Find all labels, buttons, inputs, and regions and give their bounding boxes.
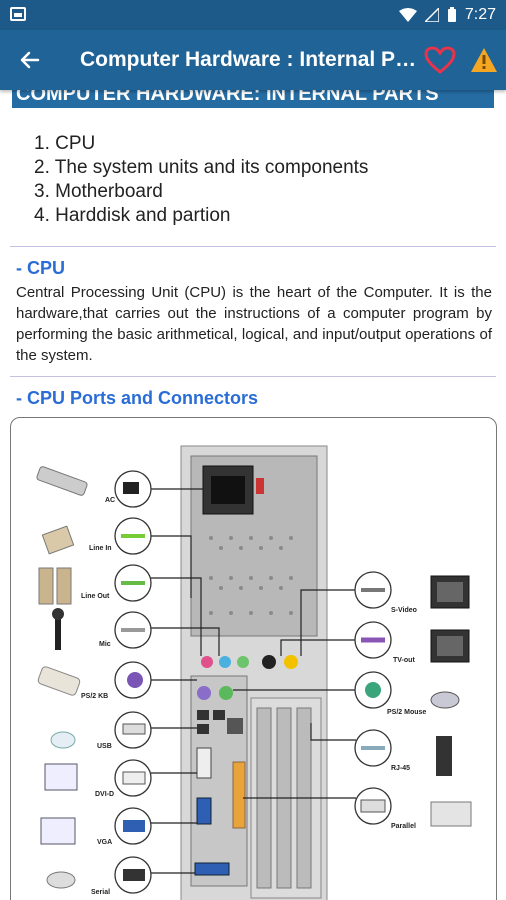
left-device-thumbnails (36, 466, 88, 889)
divider (10, 246, 496, 247)
back-button[interactable] (0, 30, 60, 90)
report-button[interactable] (462, 30, 506, 90)
toc-item-cpu[interactable]: 1. CPU (34, 133, 96, 154)
wifi-icon (398, 8, 417, 22)
cpu-ports-illustration: AC Line In Line Out Mic PS/2 KB USB DVI-… (36, 445, 472, 900)
heart-icon (424, 46, 456, 74)
label-vga: VGA (97, 839, 112, 846)
status-bar: 7:27 (0, 0, 506, 30)
label-parallel: Parallel (391, 823, 416, 830)
signal-icon (424, 8, 439, 22)
label-serial: Serial (91, 889, 110, 896)
toc-item-harddisk[interactable]: 4. Harddisk and partion (34, 205, 231, 226)
label-usb: USB (97, 743, 112, 750)
right-device-thumbnails (430, 575, 472, 827)
cpu-heading: - CPU (16, 258, 65, 278)
label-mic: Mic (99, 641, 111, 648)
image-notification-icon (10, 7, 26, 21)
battery-icon (447, 7, 456, 22)
cpu-ports-diagram: AC Line In Line Out Mic PS/2 KB USB DVI-… (10, 417, 497, 900)
label-ps2-mouse: PS/2 Mouse (387, 709, 426, 716)
table-of-contents: 1. CPU 2. The system units and its compo… (34, 132, 368, 228)
label-tv-out: TV-out (393, 657, 415, 664)
label-s-video: S-Video (391, 607, 417, 614)
warning-icon (471, 48, 497, 72)
ports-heading: - CPU Ports and Connectors (16, 388, 259, 408)
app-bar: Computer Hardware : Internal Parts (0, 30, 506, 90)
toc-item-motherboard[interactable]: 3. Motherboard (34, 181, 163, 202)
divider (10, 376, 496, 377)
label-ac: AC (105, 497, 115, 504)
connector-lines (151, 488, 356, 874)
cpu-tower (180, 445, 328, 900)
toc-item-system-units[interactable]: 2. The system units and its components (34, 157, 369, 178)
section-banner: COMPUTER HARDWARE: INTERNAL PARTS (12, 90, 494, 108)
label-dvi-d: DVI-D (95, 791, 114, 798)
label-rj45: RJ-45 (391, 765, 410, 772)
cpu-paragraph: Central Processing Unit (CPU) is the hea… (16, 284, 492, 364)
back-arrow-icon (20, 51, 40, 69)
favorite-button[interactable] (418, 30, 462, 90)
article-content: COMPUTER HARDWARE: INTERNAL PARTS 1. CPU… (0, 90, 506, 900)
label-line-in: Line In (89, 545, 112, 552)
label-line-out: Line Out (81, 593, 110, 600)
status-time: 7:27 (464, 6, 496, 23)
page-title: Computer Hardware : Internal Parts (80, 48, 418, 71)
label-ps2-kb: PS/2 KB (81, 693, 108, 700)
